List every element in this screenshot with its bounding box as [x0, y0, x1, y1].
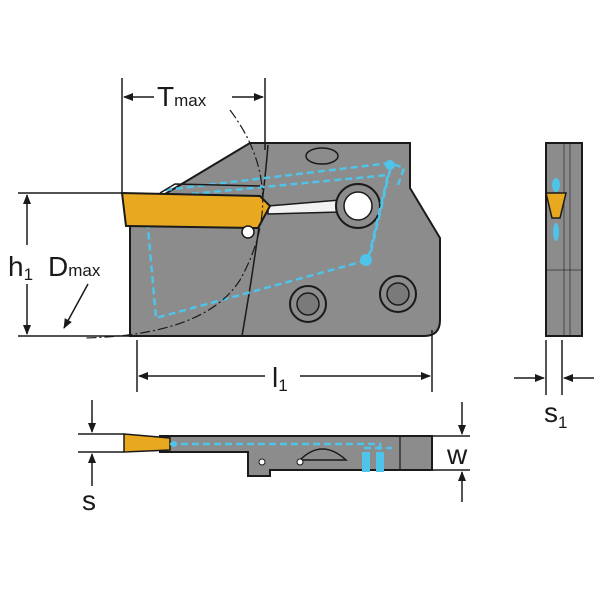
- w-label: w: [446, 439, 468, 470]
- svg-text:l1: l1: [272, 362, 288, 395]
- top-view-coolant-block-2: [376, 452, 384, 472]
- dimension-l1: l1: [136, 330, 433, 395]
- svg-text:s1: s1: [544, 397, 567, 432]
- end-view-coolant-bottom: [553, 223, 559, 241]
- s1-label: s: [544, 397, 558, 428]
- dimension-w: w: [432, 402, 470, 502]
- top-view-screw: [258, 458, 266, 466]
- end-view-insert: [545, 192, 567, 219]
- dimension-d-max: Dmax: [48, 251, 101, 329]
- top-view-port: [171, 441, 177, 447]
- coolant-port-top: [385, 160, 395, 170]
- h1-label: h: [8, 251, 24, 282]
- t-max-label: T: [157, 81, 174, 112]
- svg-text:h1: h1: [8, 251, 33, 284]
- top-view-body: [159, 435, 433, 477]
- top-view-screw-2: [296, 458, 304, 466]
- dimension-h1: h1: [8, 192, 130, 337]
- svg-text:Dmax: Dmax: [48, 251, 101, 282]
- end-view: [545, 142, 583, 337]
- insert-edge: [159, 183, 261, 194]
- s-label: s: [82, 485, 96, 516]
- svg-text:Tmax: Tmax: [157, 81, 207, 112]
- d-max-label: D: [48, 251, 68, 282]
- clamp-hole-inner: [343, 191, 373, 221]
- dmax-arc: [84, 109, 264, 339]
- top-view-coolant-block: [362, 452, 370, 472]
- t-max-sub: max: [174, 91, 207, 110]
- top-view-recess: [298, 448, 348, 461]
- mounting-hole-right-inner: [386, 282, 410, 306]
- l1-sub: 1: [278, 376, 287, 395]
- insert: [120, 191, 272, 230]
- h1-sub: 1: [24, 265, 33, 284]
- dimension-s1: s1: [514, 340, 594, 432]
- mounting-hole-left-inner: [296, 292, 320, 316]
- dimension-t-max: Tmax: [121, 78, 266, 194]
- relief-curve: [241, 144, 269, 337]
- top-recess: [305, 147, 339, 165]
- d-max-sub: max: [68, 261, 101, 280]
- s1-sub: 1: [558, 413, 567, 432]
- insert-pin: [241, 225, 255, 239]
- l1-label: l: [272, 362, 278, 393]
- coolant-port-mid: [360, 254, 372, 266]
- top-view-insert: [123, 433, 171, 453]
- side-view: [84, 109, 441, 339]
- top-view: [123, 433, 433, 477]
- dimension-s: s: [78, 400, 124, 516]
- end-view-coolant-top: [552, 178, 560, 192]
